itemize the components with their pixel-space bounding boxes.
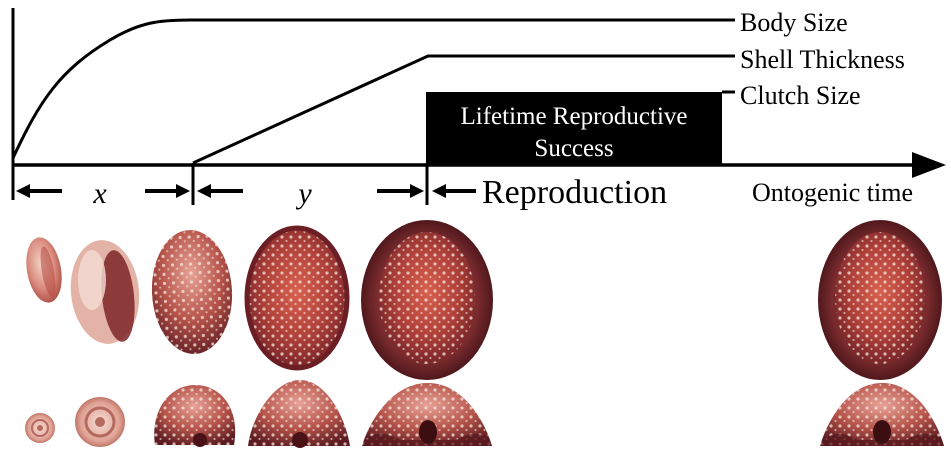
label-shell-thickness: Shell Thickness: [740, 45, 905, 74]
shell-subadult-1-side: [154, 385, 235, 447]
phase-y-right-arrow: [377, 184, 424, 198]
phase-y-label: y: [295, 177, 312, 210]
reproduction-label: Reproduction: [482, 174, 667, 211]
shell-old-adult-top: [818, 220, 942, 380]
shell-juvenile-2-side: [75, 397, 125, 447]
box-line-1: Lifetime Reproductive: [460, 103, 687, 130]
shell-juvenile-1-side: [25, 413, 55, 443]
lifetime-reproductive-success-box: Lifetime Reproductive Success: [426, 92, 722, 165]
axis-time-label: Ontogenic time: [752, 178, 913, 207]
shell-subadult-1-top: [149, 228, 235, 356]
shell-juvenile-1-top: [22, 235, 67, 306]
phase-x-label: x: [92, 177, 107, 210]
shell-juvenile-2-top: [66, 237, 144, 348]
label-body-size: Body Size: [740, 8, 848, 37]
label-clutch-size: Clutch Size: [740, 81, 861, 110]
shell-subadult-2-side: [248, 380, 350, 448]
reproduction-left-arrow: [432, 184, 476, 198]
phase-x-left-arrow: [16, 184, 62, 198]
shell-old-adult-side: [820, 383, 944, 446]
box-line-2: Success: [534, 135, 613, 162]
phase-y-left-arrow: [197, 184, 243, 198]
shell-adult-side: [362, 383, 492, 446]
shell-adult-top: [361, 220, 493, 380]
shell-subadult-2-top: [247, 228, 347, 368]
phase-x-right-arrow: [145, 184, 190, 198]
time-axis-arrowhead: [912, 152, 946, 178]
